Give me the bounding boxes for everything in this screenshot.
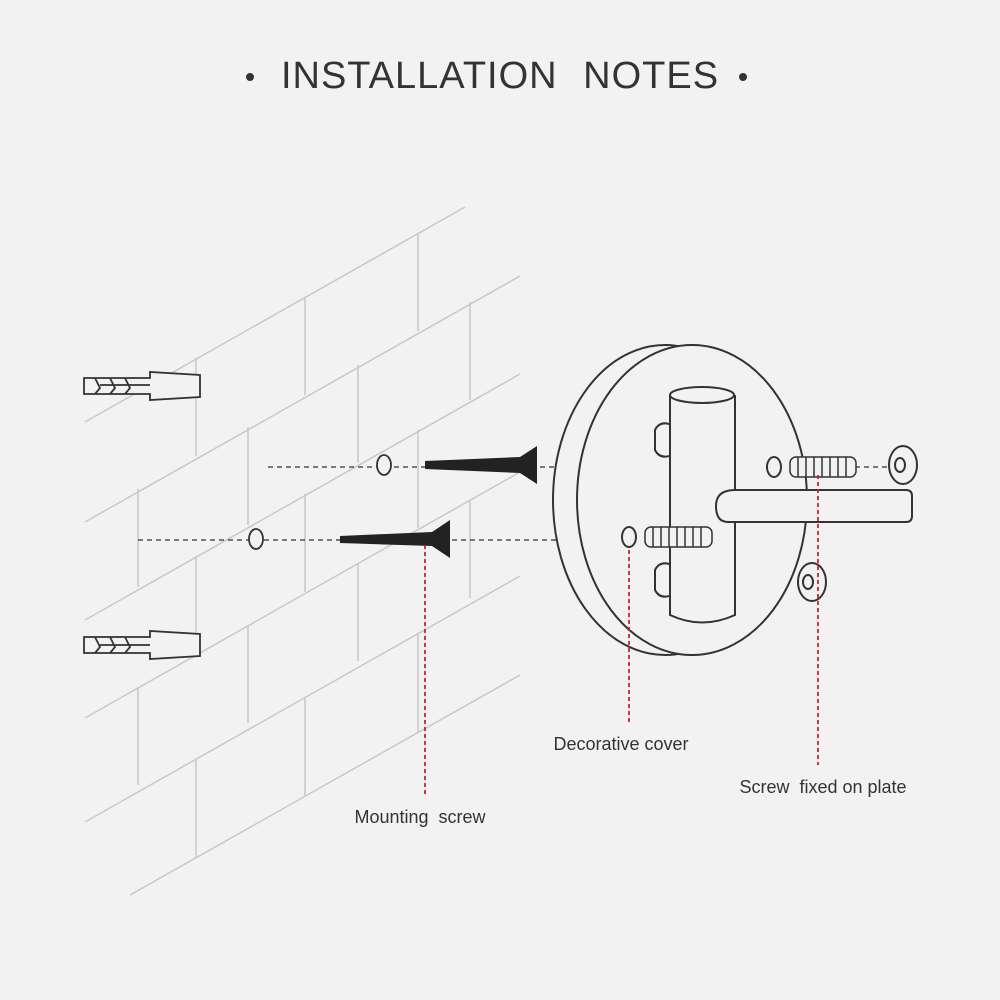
mounting-screw-bottom [340,520,450,558]
wall-plate [552,344,913,656]
title-bullet-left [246,73,254,81]
title-bullet-right [739,73,747,81]
wall-holes [248,454,392,550]
plate-screws [644,456,857,548]
leader-lines [424,475,819,795]
label-decorative-cover: Decorative cover [553,734,689,754]
label-screw-fixed-on-plate: Screw fixed on plate [739,777,907,797]
decorative-covers [797,445,918,602]
label-mounting-screw: Mounting screw [354,807,486,827]
wall-anchor-bottom [83,630,201,660]
page-title: INSTALLATION NOTES [280,55,720,97]
wall-anchor-top [83,371,201,401]
brick-wall [84,206,521,896]
mounting-screw-top [425,446,537,484]
